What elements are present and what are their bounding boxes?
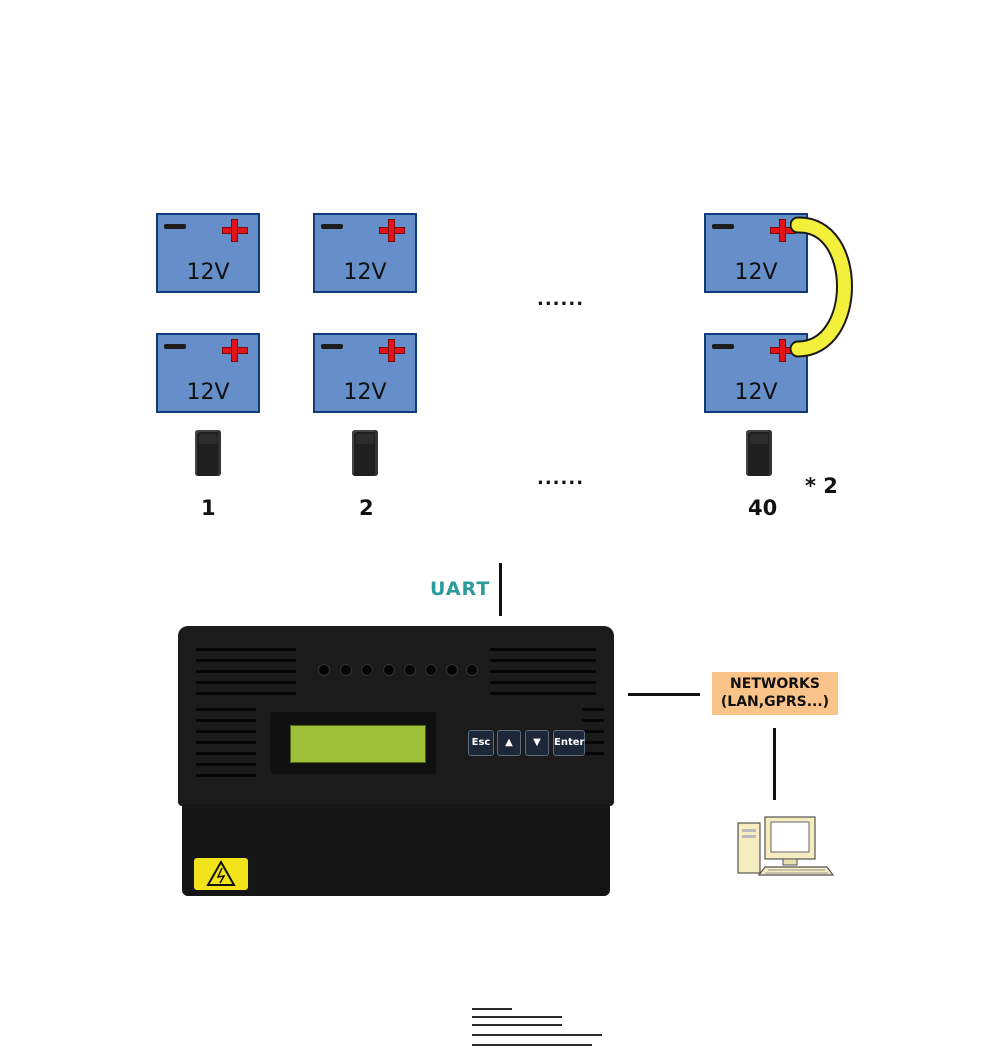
battery-voltage-label: 12V xyxy=(734,260,778,285)
vent-slot xyxy=(196,741,256,744)
positive-terminal-icon xyxy=(379,219,405,242)
high-voltage-warning-icon xyxy=(194,858,248,890)
status-led xyxy=(318,664,330,676)
label-line xyxy=(472,1034,602,1036)
status-led xyxy=(466,664,478,676)
ellipsis-top: ...... xyxy=(537,289,585,310)
network-line xyxy=(628,693,700,696)
label-line xyxy=(472,1016,562,1018)
uart-line xyxy=(499,563,502,616)
battery-2-bottom: 12V xyxy=(313,333,417,413)
negative-terminal-icon xyxy=(164,344,186,349)
esc-key[interactable]: Esc xyxy=(468,730,494,756)
sensor-number-2: 2 xyxy=(359,496,374,520)
sensor-number-40: 40 xyxy=(748,496,778,520)
negative-terminal-icon xyxy=(164,224,186,229)
vent-slot xyxy=(196,719,256,722)
vent-slot xyxy=(196,659,296,662)
vent-slot xyxy=(490,659,596,662)
vent-slot xyxy=(490,670,596,673)
vent-slot xyxy=(196,708,256,711)
vent-slot xyxy=(582,741,604,744)
label-line xyxy=(472,1024,562,1026)
status-led xyxy=(425,664,437,676)
vent-slot xyxy=(490,648,596,651)
sensor-module-icon xyxy=(195,430,221,476)
battery-voltage-label: 12V xyxy=(186,260,230,285)
computer-link-line xyxy=(773,728,776,800)
vent-slot xyxy=(196,670,296,673)
sensor-module-icon xyxy=(746,430,772,476)
uart-label: UART xyxy=(430,578,491,600)
vent-slot xyxy=(582,708,604,711)
battery-voltage-label: 12V xyxy=(186,380,230,405)
networks-box: NETWORKS (LAN,GPRS...) xyxy=(712,672,838,715)
battery-jumper-cable xyxy=(790,216,853,358)
vent-slot xyxy=(196,681,296,684)
controller-unit: Esc ▲ ▼ Enter xyxy=(178,626,614,1046)
sensor-number-1: 1 xyxy=(201,496,216,520)
negative-terminal-icon xyxy=(712,344,734,349)
label-line xyxy=(472,1008,512,1010)
sensor-module-icon xyxy=(352,430,378,476)
label-line xyxy=(472,1044,592,1046)
battery-1-bottom: 12V xyxy=(156,333,260,413)
up-key[interactable]: ▲ xyxy=(497,730,521,756)
controller-top-panel: Esc ▲ ▼ Enter xyxy=(178,626,614,806)
multiplier-label: * 2 xyxy=(805,474,838,498)
vent-slot xyxy=(582,719,604,722)
vent-slot xyxy=(196,752,256,755)
battery-voltage-label: 12V xyxy=(343,380,387,405)
vent-slot xyxy=(490,681,596,684)
positive-terminal-icon xyxy=(379,339,405,362)
vent-slot xyxy=(196,730,256,733)
vent-slot xyxy=(196,774,256,777)
down-key[interactable]: ▼ xyxy=(525,730,549,756)
positive-terminal-icon xyxy=(222,339,248,362)
enter-key[interactable]: Enter xyxy=(553,730,585,756)
vent-slot xyxy=(196,763,256,766)
status-led xyxy=(446,664,458,676)
negative-terminal-icon xyxy=(712,224,734,229)
vent-slot xyxy=(582,730,604,733)
negative-terminal-icon xyxy=(321,344,343,349)
product-label xyxy=(472,1004,612,1054)
battery-voltage-label: 12V xyxy=(343,260,387,285)
status-led xyxy=(361,664,373,676)
computer-icon xyxy=(737,816,835,876)
battery-2-top: 12V xyxy=(313,213,417,293)
lcd-display xyxy=(290,725,426,763)
vent-slot xyxy=(196,692,296,695)
vent-slot xyxy=(582,752,604,755)
status-led xyxy=(340,664,352,676)
positive-terminal-icon xyxy=(222,219,248,242)
networks-label: NETWORKS xyxy=(730,676,820,692)
ellipsis-bottom: ...... xyxy=(537,468,585,489)
vent-slot xyxy=(196,648,296,651)
status-led xyxy=(383,664,395,676)
vent-slot xyxy=(490,692,596,695)
networks-sub-label: (LAN,GPRS...) xyxy=(720,694,830,710)
negative-terminal-icon xyxy=(321,224,343,229)
battery-1-top: 12V xyxy=(156,213,260,293)
status-led xyxy=(404,664,416,676)
battery-voltage-label: 12V xyxy=(734,380,778,405)
